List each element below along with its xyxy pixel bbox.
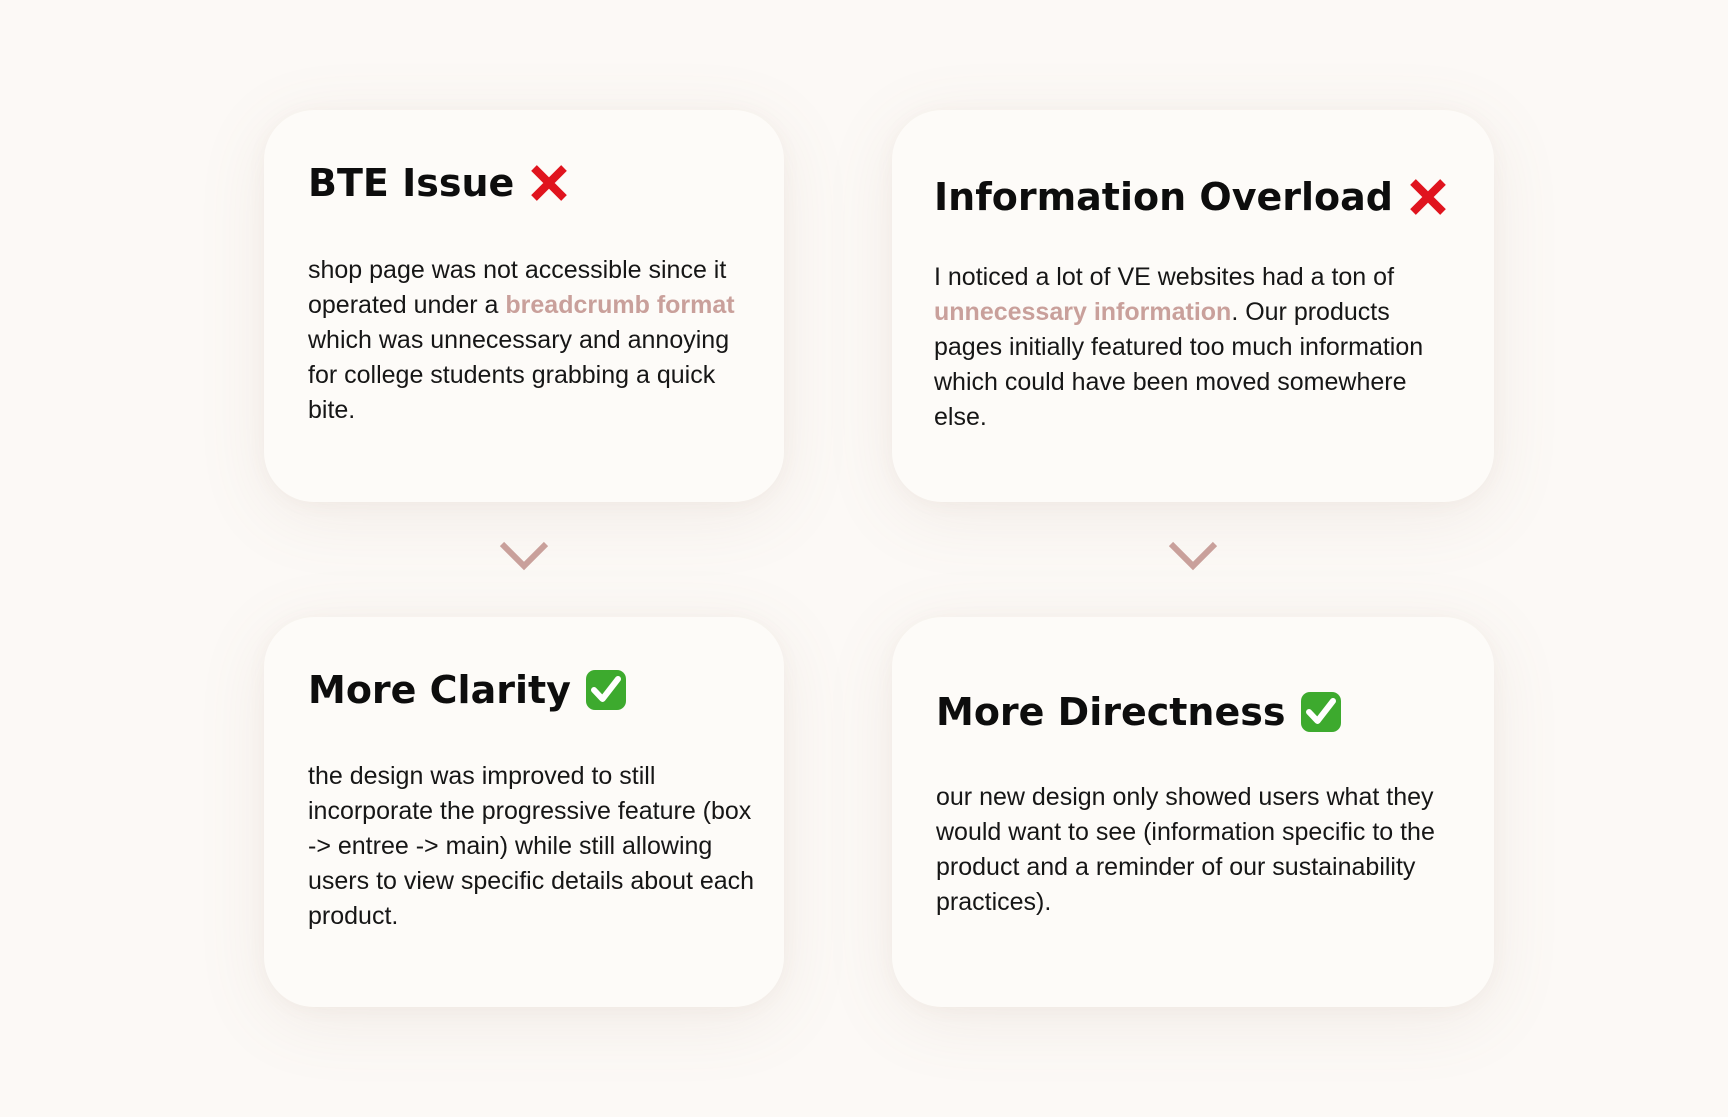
- cross-mark-icon: [528, 162, 570, 204]
- check-mark-button-icon: [1300, 691, 1342, 733]
- bte-issue-text-end: which was unnecessary and annoying for c…: [308, 326, 730, 424]
- bte-issue-title: BTE Issue: [308, 160, 570, 206]
- information-overload-title-text: Information Overload: [934, 175, 1393, 219]
- bte-issue-description: shop page was not accessible since it op…: [308, 253, 758, 428]
- breadcrumb-format-highlight: breadcrumb format: [505, 291, 735, 319]
- chevron-down-icon: [1167, 538, 1219, 572]
- more-clarity-title: More Clarity: [308, 667, 627, 713]
- more-directness-title-text: More Directness: [936, 690, 1286, 734]
- information-overload-card: Information Overload I noticed a lot of …: [892, 110, 1494, 502]
- bte-issue-title-text: BTE Issue: [308, 161, 515, 205]
- bte-issue-card: BTE Issue shop page was not accessible s…: [264, 110, 784, 502]
- more-directness-description: our new design only showed users what th…: [936, 783, 1435, 916]
- more-clarity-title-text: More Clarity: [308, 668, 571, 712]
- information-overload-text-end: . Our products pages initially featured …: [934, 298, 1424, 431]
- more-directness-card: More Directness our new design only show…: [892, 617, 1494, 1007]
- more-clarity-description: the design was improved to still incorpo…: [308, 762, 755, 930]
- more-directness-title: More Directness: [936, 689, 1342, 735]
- information-overload-title: Information Overload: [934, 174, 1449, 220]
- unnecessary-information-highlight: unnecessary information: [934, 298, 1232, 326]
- more-clarity-card: More Clarity the design was improved to …: [264, 617, 784, 1007]
- cross-mark-icon: [1407, 176, 1449, 218]
- bte-issue-text-start: shop page was not accessible since it op…: [308, 256, 727, 319]
- information-overload-description: I noticed a lot of VE websites had a ton…: [934, 260, 1464, 435]
- check-mark-button-icon: [585, 669, 627, 711]
- chevron-down-icon: [498, 538, 550, 572]
- information-overload-text-start: I noticed a lot of VE websites had a ton…: [934, 263, 1395, 291]
